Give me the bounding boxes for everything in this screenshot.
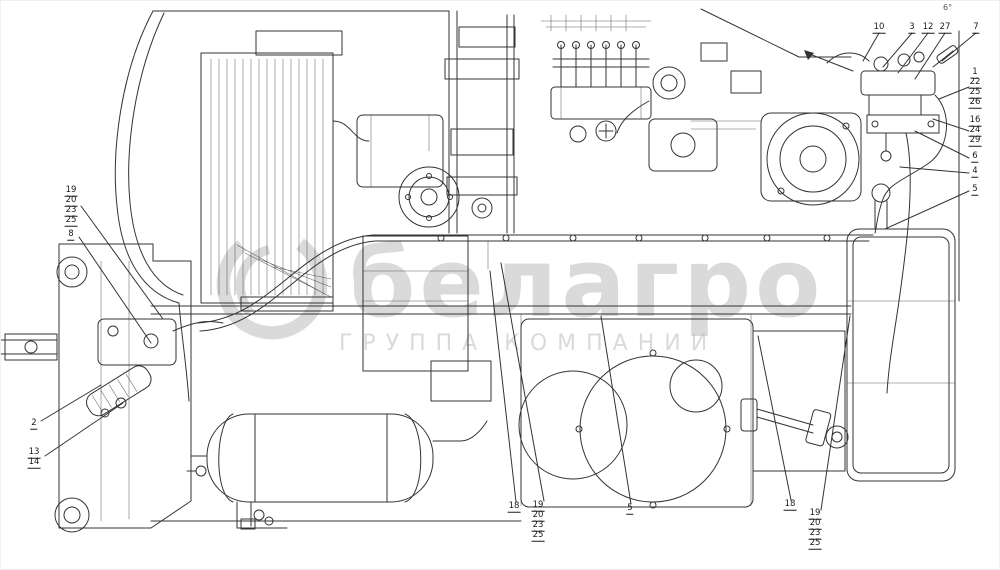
part-number-callout: 1 bbox=[971, 66, 979, 79]
part-number-callout: 5 bbox=[626, 502, 634, 515]
hydraulic-pump-assembly bbox=[826, 45, 959, 394]
leader-lines bbox=[40, 32, 977, 511]
part-number-callout: 19 bbox=[64, 184, 78, 197]
part-number-callout: 2 bbox=[30, 417, 38, 430]
part-number-callout: 24 bbox=[968, 124, 982, 137]
engine-center bbox=[356, 10, 520, 402]
part-number-callout: 25 bbox=[531, 529, 545, 542]
front-support-bracket bbox=[1, 243, 192, 533]
part-number-callout: 20 bbox=[64, 194, 78, 207]
fuel-injection-pump bbox=[550, 41, 652, 143]
part-number-callout: 19 bbox=[531, 499, 545, 512]
part-number-callout: 8 bbox=[67, 228, 75, 241]
part-number-callout: 27 bbox=[938, 21, 952, 34]
part-number-callout: 13 bbox=[27, 446, 41, 459]
part-number-callout: 29 bbox=[968, 134, 982, 147]
part-number-callout: 12 bbox=[921, 21, 935, 34]
part-number-callout: 7 bbox=[972, 21, 980, 34]
part-number-callout: 6 bbox=[971, 150, 979, 163]
part-number-callout: 23 bbox=[531, 519, 545, 532]
part-number-callout: 18 bbox=[507, 500, 521, 513]
part-number-callout: 3 bbox=[908, 21, 916, 34]
part-number-callout: 5 bbox=[971, 183, 979, 196]
part-number-callout: 10 bbox=[872, 21, 886, 34]
part-number-callout: 25 bbox=[968, 86, 982, 99]
part-number-callout: 19 bbox=[808, 507, 822, 520]
part-number-callout: 20 bbox=[531, 509, 545, 522]
part-number-callout: 23 bbox=[808, 527, 822, 540]
part-number-callout: 23 bbox=[64, 204, 78, 217]
part-number-callout: 18 bbox=[783, 498, 797, 511]
part-number-callout: 16 bbox=[968, 114, 982, 127]
part-number-callout: 14 bbox=[27, 456, 41, 469]
part-number-callout: 25 bbox=[808, 537, 822, 550]
corner-mark: 6° bbox=[943, 3, 953, 12]
starter-motor bbox=[760, 112, 862, 206]
air-reservoir bbox=[186, 413, 488, 530]
part-number-callout: 4 bbox=[971, 165, 979, 178]
part-number-callout: 26 bbox=[968, 96, 982, 109]
part-number-callout: 22 bbox=[968, 76, 982, 89]
part-number-callout: 20 bbox=[808, 517, 822, 530]
fuel-tank bbox=[846, 30, 960, 482]
part-number-callout: 25 bbox=[64, 214, 78, 227]
